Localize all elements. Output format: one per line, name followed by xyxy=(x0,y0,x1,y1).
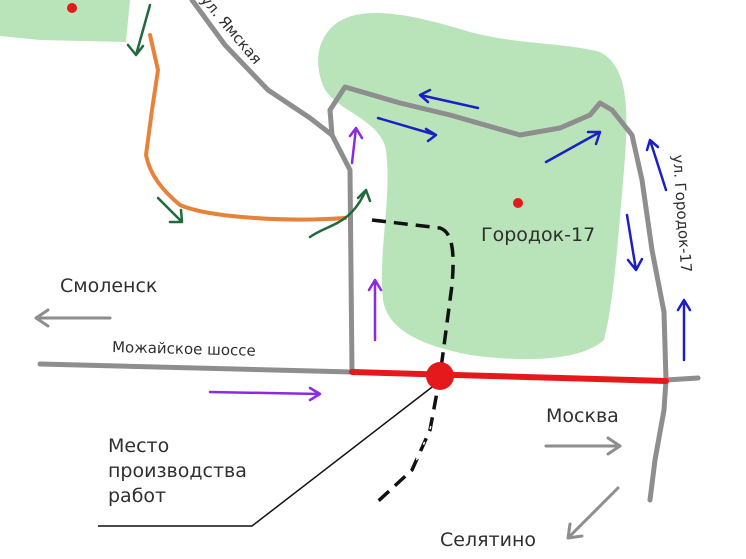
direction-arrow-icon xyxy=(544,436,622,456)
northwest-marker-icon xyxy=(67,3,77,13)
arrow-purple-icon xyxy=(367,278,383,342)
worksite-label-line2: производства xyxy=(108,460,247,482)
works-dashed-line-white xyxy=(411,375,441,471)
closed-road-section xyxy=(349,369,669,384)
worksite-label-line3: работ xyxy=(108,485,166,507)
direction-selyatino-label: Селятино xyxy=(440,529,536,551)
town-marker-icon xyxy=(513,198,523,208)
works-dashed-line xyxy=(371,218,455,507)
worksite-label-line1: Место xyxy=(108,435,169,457)
park-area-northwest xyxy=(0,0,130,42)
street-yamskaya-label: ул. Ямская xyxy=(197,0,266,68)
arrow-purple-icon xyxy=(208,386,322,402)
arrows-purple xyxy=(208,126,383,402)
road-network xyxy=(37,0,701,503)
road-mozhayskoye-west xyxy=(37,361,355,375)
arrows-gray xyxy=(34,308,622,540)
road-yamskaya xyxy=(189,0,355,375)
road-gorodok-perimeter xyxy=(327,84,669,383)
arrow-purple-icon xyxy=(348,126,364,165)
arrows-blue xyxy=(376,88,692,362)
arrow-blue-icon xyxy=(625,213,644,272)
park-area-gorodok xyxy=(318,13,627,360)
detour-route xyxy=(144,33,347,222)
highway-label: Можайское шоссе xyxy=(112,338,256,360)
worksite-callout-line xyxy=(98,383,437,527)
worksite-marker-icon xyxy=(426,362,454,390)
direction-arrow-icon xyxy=(566,486,620,540)
arrow-green-icon xyxy=(156,196,184,224)
road-mozhayskoye-east xyxy=(663,375,701,383)
road-south xyxy=(647,377,669,503)
arrow-blue-icon xyxy=(676,298,692,362)
arrow-blue-icon xyxy=(544,130,602,164)
direction-arrow-icon xyxy=(34,308,112,328)
direction-moskva-label: Москва xyxy=(546,405,619,427)
arrow-blue-icon xyxy=(376,116,438,143)
arrow-green-icon xyxy=(126,3,152,57)
street-gorodok-label: ул. Городок-17 xyxy=(669,154,695,273)
arrow-blue-icon xyxy=(645,138,668,192)
arrow-blue-icon xyxy=(418,88,480,110)
direction-smolensk-label: Смоленск xyxy=(60,275,157,297)
town-label: Городок-17 xyxy=(481,224,595,246)
arrows-green xyxy=(126,3,372,239)
arrow-green-icon xyxy=(308,188,372,239)
